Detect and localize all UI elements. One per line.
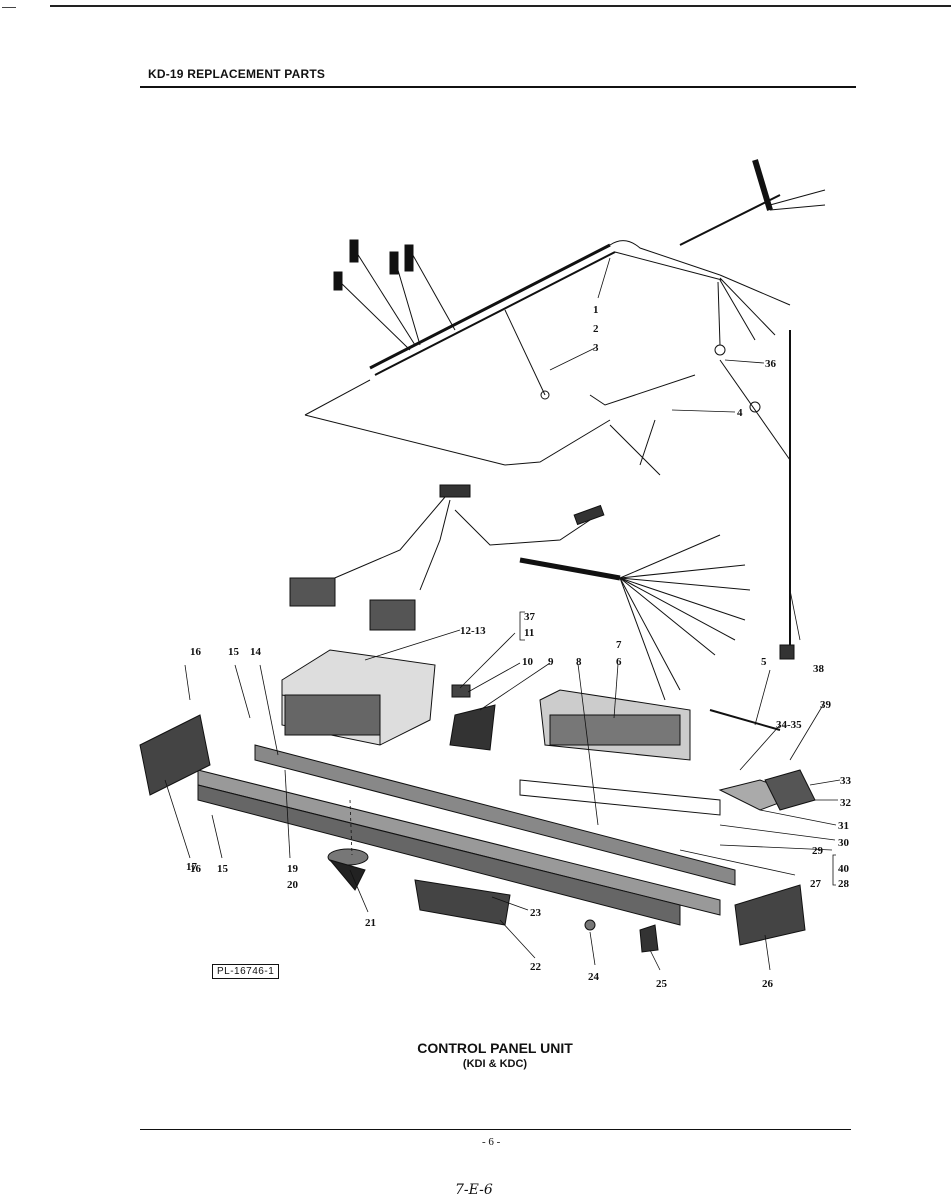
- header-rule: [140, 86, 856, 88]
- page-number: - 6 -: [482, 1136, 501, 1148]
- callout-24: 24: [588, 971, 600, 983]
- page-header-title: KD-19 REPLACEMENT PARTS: [148, 67, 326, 81]
- connector-section: [289, 330, 795, 701]
- top-edge-rule: [50, 5, 951, 7]
- callout-34-35: 34-35: [776, 719, 802, 731]
- callout-2: 2: [593, 323, 599, 335]
- callout-15-bottom: 15: [217, 863, 229, 875]
- callout-22: 22: [530, 961, 542, 973]
- callout-29: 29: [812, 845, 824, 857]
- callout-32: 32: [840, 797, 852, 809]
- control-components: [139, 649, 816, 953]
- callout-26: 26: [762, 978, 774, 990]
- handwritten-note: 7-E-6: [455, 1182, 493, 1198]
- callout-4: 4: [737, 407, 743, 419]
- callout-3: 3: [593, 342, 599, 354]
- diagram-subcaption: (KDI & KDC): [462, 1058, 528, 1070]
- callout-28: 28: [838, 878, 850, 890]
- callout-6: 6: [616, 656, 622, 668]
- callout-16-top: 16: [190, 646, 202, 658]
- callout-8: 8: [576, 656, 582, 668]
- callout-16-bottom: 16: [190, 863, 202, 875]
- callout-37: 37: [524, 611, 536, 623]
- callout-19: 19: [287, 863, 299, 875]
- callout-21: 21: [365, 917, 376, 929]
- callout-25: 25: [656, 978, 668, 990]
- wire-harness: [304, 159, 826, 476]
- leader-lines: [164, 257, 841, 971]
- callout-7: 7: [616, 639, 622, 651]
- diagram-caption: CONTROL PANEL UNIT: [417, 1040, 573, 1056]
- callout-15-top: 15: [228, 646, 240, 658]
- callout-20: 20: [287, 879, 299, 891]
- callout-17-html: 17: [186, 861, 197, 873]
- callout-12-13: 12-13: [460, 625, 486, 637]
- callout-33: 33: [840, 775, 852, 787]
- callout-31: 31: [838, 820, 849, 832]
- top-edge-mark: [2, 7, 16, 8]
- plate-id-box: PL-16746-1: [212, 964, 280, 979]
- callout-11: 11: [524, 627, 534, 639]
- callout-10: 10: [522, 656, 534, 668]
- callout-30: 30: [838, 837, 850, 849]
- callout-38: 38: [813, 663, 825, 675]
- callout-39: 39: [820, 699, 832, 711]
- callout-1: 1: [593, 304, 599, 316]
- callout-27: 27: [810, 878, 822, 890]
- callout-labels: 1 2 3 4 5 6 7 8 9 10 11 12-13 14 15 15 1…: [190, 304, 852, 990]
- callout-23: 23: [530, 907, 542, 919]
- callout-36: 36: [765, 358, 777, 370]
- callout-9: 9: [548, 656, 554, 668]
- callout-14: 14: [250, 646, 262, 658]
- callout-40: 40: [838, 863, 850, 875]
- footer-rule: [140, 1129, 851, 1130]
- callout-5: 5: [761, 656, 767, 668]
